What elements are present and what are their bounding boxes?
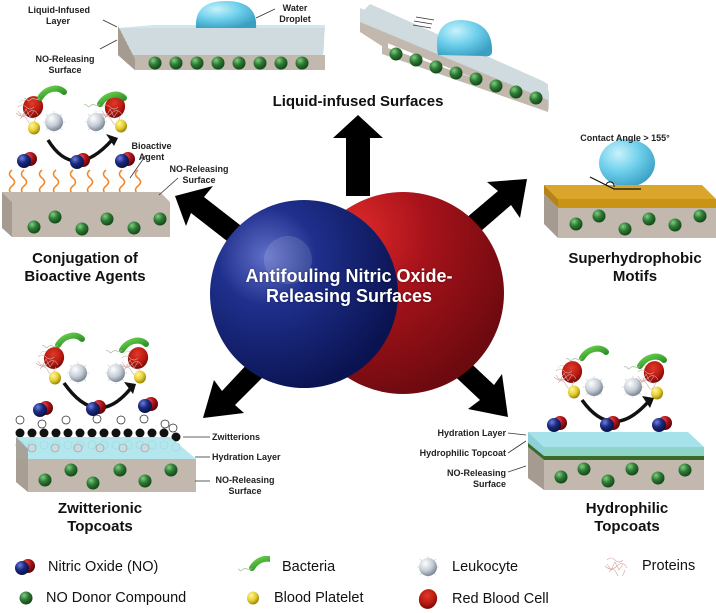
bioactive-agent-label: Bioactive Agent xyxy=(124,141,179,163)
hydrophilic-panel xyxy=(507,349,704,490)
zwitterionic-title: Zwitterionic Topcoats xyxy=(30,500,170,536)
legend-label: Nitric Oxide (NO) xyxy=(48,559,159,575)
conjugation-panel xyxy=(2,89,179,237)
zwitterionic-title-line1: Zwitterionic xyxy=(57,500,143,517)
legend-label: Blood Platelet xyxy=(274,590,364,606)
water-droplet-label-line1: Water xyxy=(282,3,308,13)
liquid-layer-label: Liquid-Infused Layer xyxy=(28,5,90,27)
liquid-layer-label-line1: Liquid-Infused xyxy=(28,5,90,15)
zwitterionic-panel xyxy=(15,336,210,492)
legend-label: Proteins xyxy=(642,558,696,574)
liquid-layer-label-line2: Layer xyxy=(45,16,71,26)
red-blood-cell-icon xyxy=(418,589,438,609)
superhydrophobic-title: Superhydrophobic Motifs xyxy=(560,250,710,286)
conjugation-surface-label-line1: NO-Releasing xyxy=(169,164,229,174)
bacteria-icon xyxy=(238,556,270,578)
hydrophilic-topcoat-label: Hydrophilic Topcoat xyxy=(419,448,506,458)
hydrophilic-surface-label: NO-Releasing Surface xyxy=(430,468,506,490)
hydrophilic-title-line2: Topcoats xyxy=(594,518,660,535)
hydrophilic-surface-label-line1: NO-Releasing xyxy=(446,468,506,478)
no-donor-icon xyxy=(19,591,33,605)
liquid-infused-title: Liquid-infused Surfaces xyxy=(272,93,444,110)
arrow-down-left xyxy=(203,360,266,418)
superhydrophobic-title-line2: Motifs xyxy=(612,268,658,285)
legend-item-bacteria: Bacteria xyxy=(238,556,335,578)
conjugation-title-line2: Bioactive Agents xyxy=(24,268,146,285)
leukocyte-icon xyxy=(416,556,440,578)
legend-item-red-blood-cell: Red Blood Cell xyxy=(416,588,549,610)
hydrophilic-title: Hydrophilic Topcoats xyxy=(557,500,697,536)
liquid-surface-label-line2: Surface xyxy=(48,65,82,75)
legend-item-nitric-oxide: Nitric Oxide (NO) xyxy=(14,558,158,576)
center-title-line1: Antifouling Nitric Oxide- xyxy=(245,266,453,286)
arrow-up-left xyxy=(175,186,249,248)
legend-item-proteins: Proteins xyxy=(604,556,695,576)
superhydrophobic-title-line1: Superhydrophobic xyxy=(568,250,702,267)
center-spheres xyxy=(210,192,504,394)
blue-sphere xyxy=(210,200,398,388)
zwitterionic-hydration-label: Hydration Layer xyxy=(212,452,281,462)
legend-label: Bacteria xyxy=(282,559,336,575)
fouling-cluster-right xyxy=(84,93,129,134)
platelet-icon xyxy=(247,591,259,605)
hydrophilic-surface-label-line2: Surface xyxy=(472,479,506,489)
legend-label: Leukocyte xyxy=(452,559,519,575)
contact-angle-label: Contact Angle > 155° xyxy=(580,133,670,143)
conjugation-surface-label-line2: Surface xyxy=(182,175,216,185)
water-droplet-label-line2: Droplet xyxy=(279,14,311,24)
zwitterionic-title-line2: Topcoats xyxy=(67,518,133,535)
legend-item-platelet: Blood Platelet xyxy=(244,589,363,607)
legend-item-leukocyte: Leukocyte xyxy=(416,556,518,578)
legend-label: NO Donor Compound xyxy=(46,590,187,606)
legend-item-no-donor: NO Donor Compound xyxy=(18,590,186,606)
legend-label: Red Blood Cell xyxy=(452,591,549,607)
center-title-line2: Releasing Surfaces xyxy=(265,286,433,306)
center-title: Antifouling Nitric Oxide- Releasing Surf… xyxy=(224,266,474,306)
liquid-surface-label: NO-Releasing Surface xyxy=(30,54,100,76)
water-droplet-label: Water Droplet xyxy=(270,3,320,25)
conjugation-title: Conjugation of Bioactive Agents xyxy=(10,250,160,286)
zwitterionic-surface-label: NO-Releasing Surface xyxy=(212,475,278,497)
zwitterions-label: Zwitterions xyxy=(212,432,261,442)
zwitterionic-surface-label-line2: Surface xyxy=(228,486,262,496)
fouling-cluster-left xyxy=(15,89,65,135)
liquid-infused-slab-flat xyxy=(99,0,325,70)
bioactive-agent-label-line2: Agent xyxy=(138,152,165,162)
conjugation-title-line1: Conjugation of xyxy=(32,250,138,267)
liquid-surface-label-line1: NO-Releasing xyxy=(35,54,95,64)
liquid-infused-slab-tilted xyxy=(360,4,549,112)
superhydrophobic-panel xyxy=(544,139,716,238)
conjugation-surface-label: NO-Releasing Surface xyxy=(164,164,234,186)
hydrophilic-title-line1: Hydrophilic xyxy=(585,500,669,517)
nitric-oxide-icon xyxy=(15,559,35,575)
bioactive-agent-label-line1: Bioactive xyxy=(131,141,172,151)
arrow-up xyxy=(333,115,383,196)
zwitterionic-surface-label-line1: NO-Releasing xyxy=(215,475,275,485)
proteins-icon xyxy=(604,557,628,576)
hydrophilic-hydration-label: Hydration Layer xyxy=(437,428,506,438)
